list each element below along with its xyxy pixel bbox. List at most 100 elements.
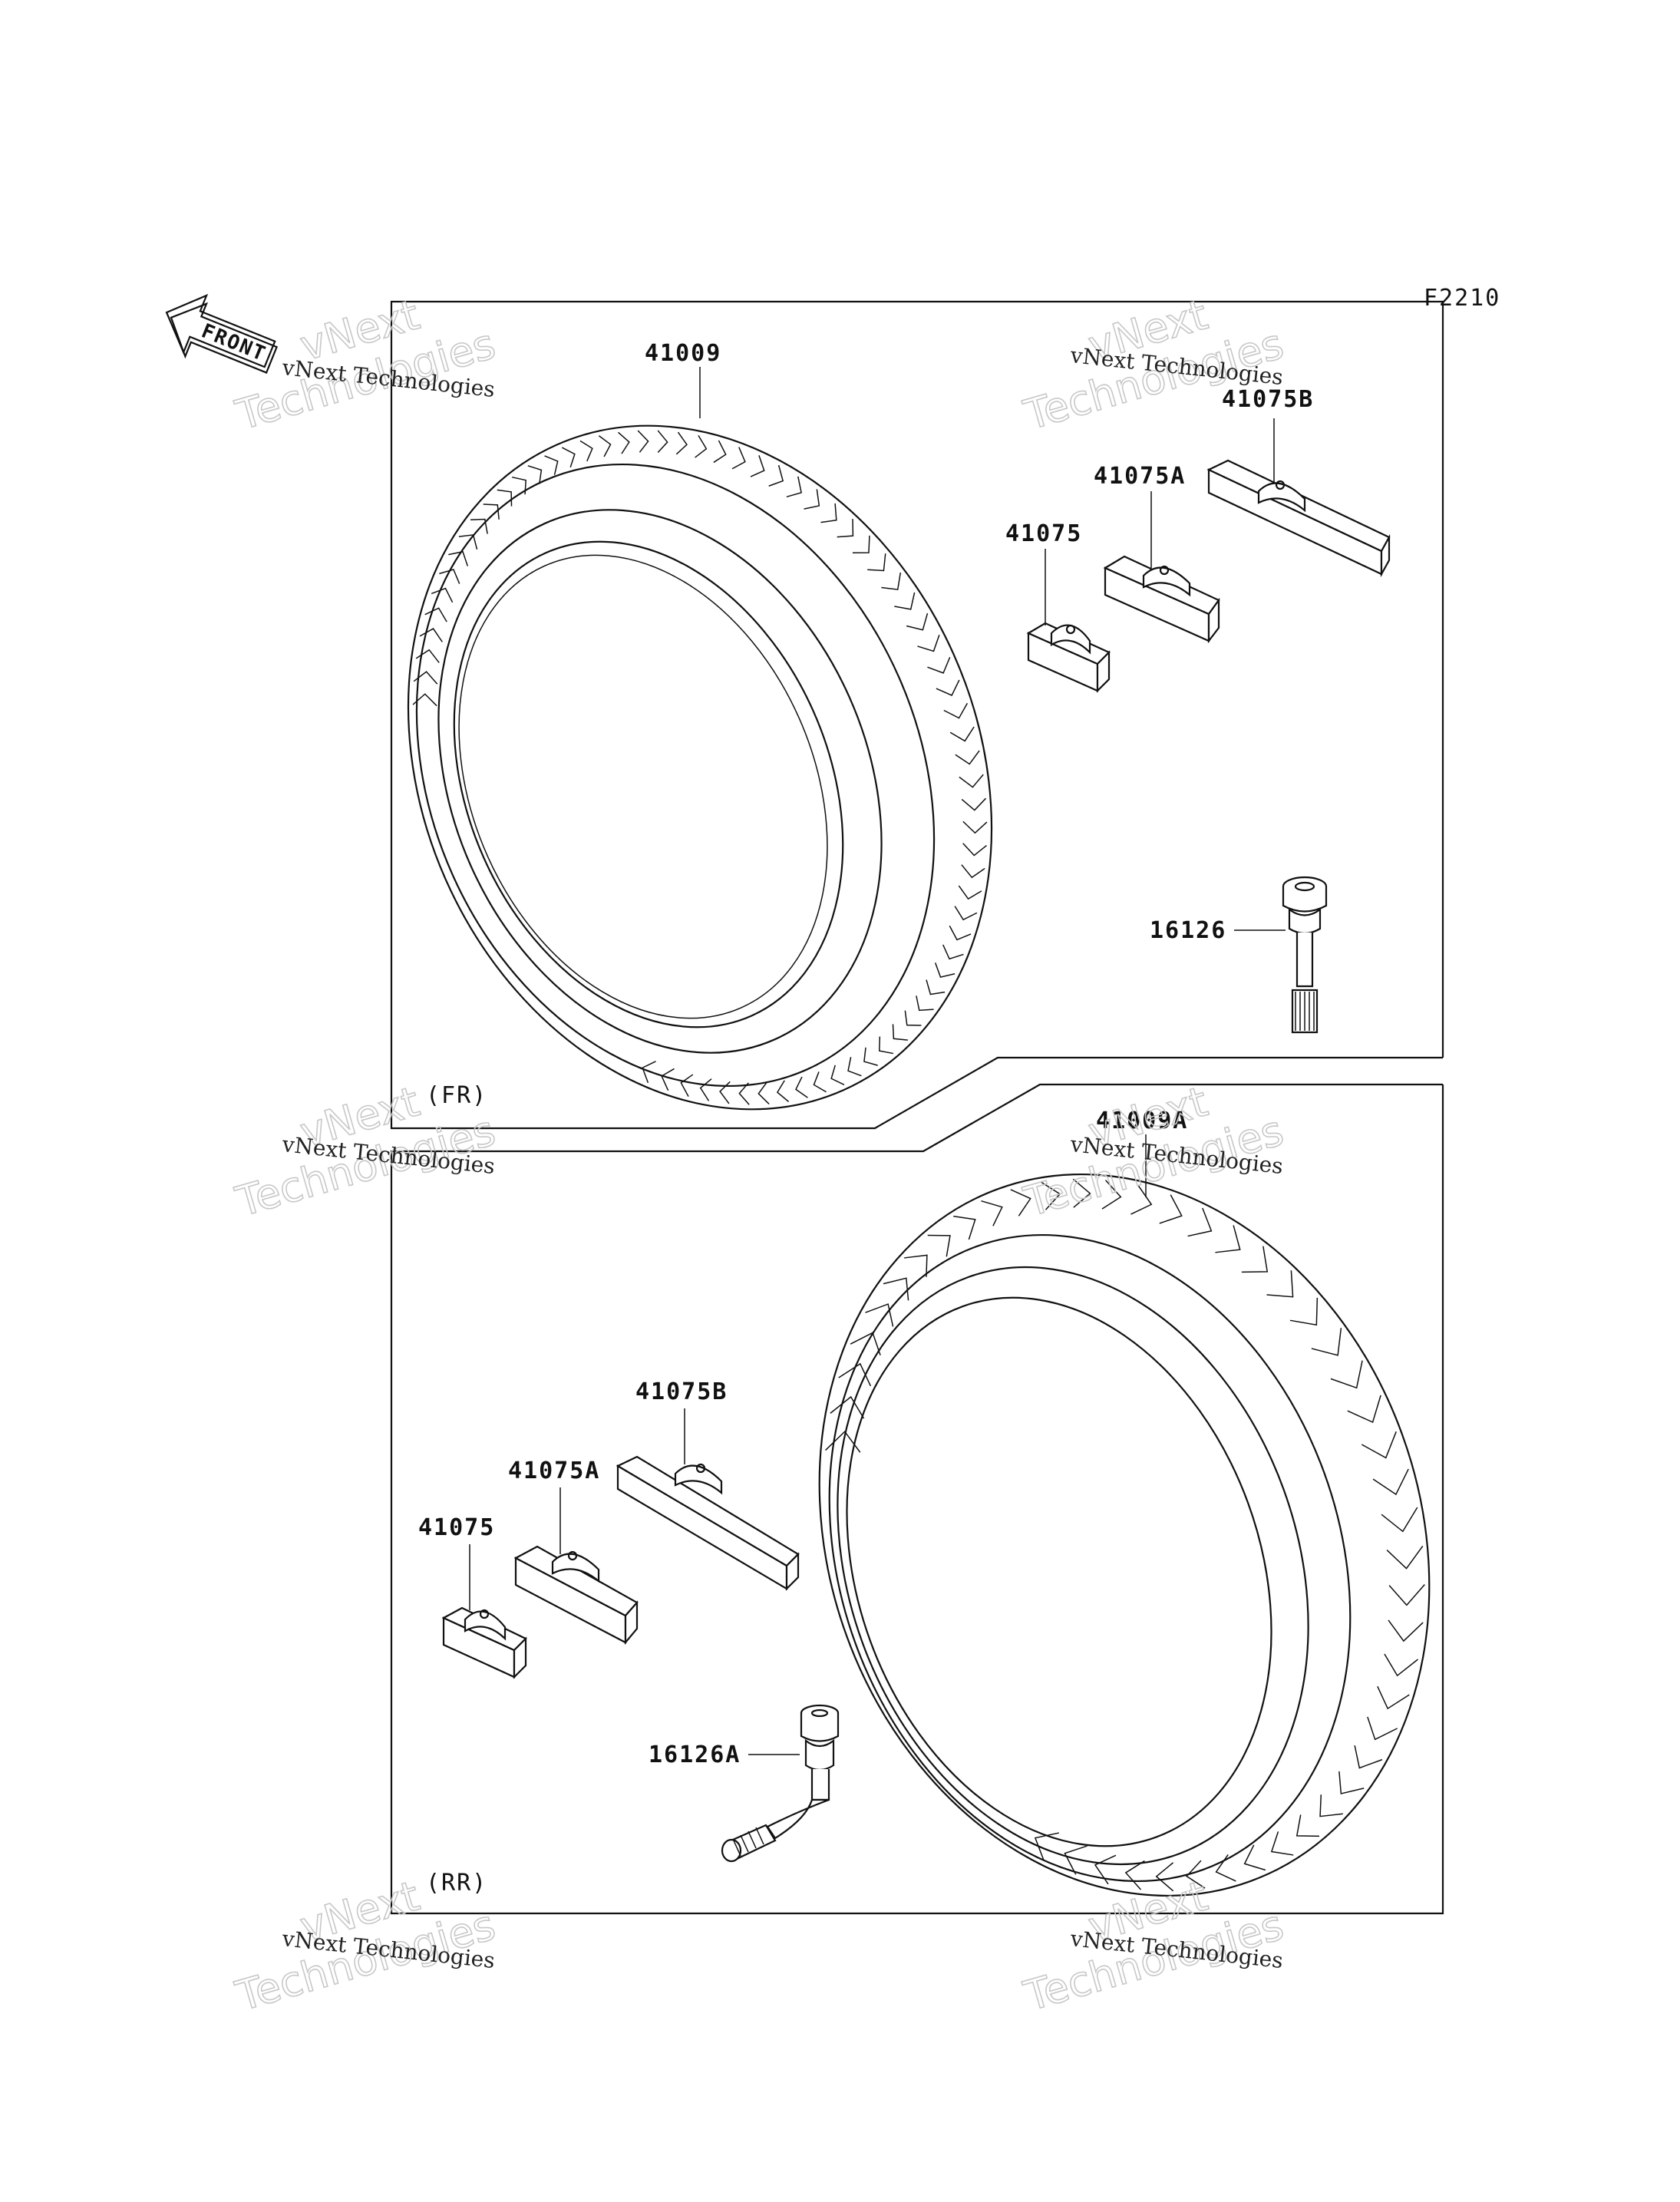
tread-groove: [959, 774, 984, 788]
tread-groove: [1330, 1360, 1363, 1389]
tread-groove: [750, 455, 765, 477]
tread-groove: [1367, 1716, 1398, 1741]
watermark-2: Technologies vNext vNext Technologies: [1018, 290, 1289, 441]
front-weight-label: 41075: [1005, 520, 1082, 547]
tread-groove: [927, 1234, 951, 1257]
tread-groove: [1388, 1619, 1424, 1642]
tread-groove: [675, 431, 688, 455]
rear-tire-tread: [824, 1178, 1425, 1892]
tread-groove: [847, 1057, 862, 1077]
tread-groove: [431, 587, 454, 603]
tread-groove: [813, 1071, 827, 1093]
tread-groove: [1266, 1270, 1294, 1298]
front-valve-label: 16126: [1150, 917, 1226, 944]
tread-groove: [1041, 1181, 1061, 1210]
rear-valve-label: 16126A: [649, 1741, 741, 1768]
tread-groove: [424, 607, 447, 622]
rear-weight: [441, 1606, 527, 1679]
tread-groove: [458, 534, 478, 550]
tread-groove: [943, 702, 969, 719]
tread-groove: [1289, 1297, 1319, 1326]
tread-groove: [962, 843, 987, 857]
tread-groove: [830, 1065, 845, 1085]
tread-groove: [863, 1047, 878, 1066]
front-weight-b: [1206, 459, 1391, 578]
tread-groove: [512, 476, 526, 495]
tread-groove: [1388, 1584, 1425, 1606]
tread-groove: [1386, 1545, 1424, 1570]
tread-groove: [1215, 1225, 1241, 1253]
tread-groove: [699, 1078, 712, 1101]
tread-groove: [618, 431, 630, 454]
tread-groove: [1381, 1507, 1418, 1533]
tread-groove: [934, 962, 956, 978]
tread-groove: [981, 1200, 1003, 1226]
tread-groove: [1010, 1189, 1031, 1217]
tread-groove: [1372, 1468, 1409, 1496]
tread-groove: [1354, 1745, 1383, 1769]
watermark-4: Technologies vNext vNext Technologies: [1018, 1077, 1289, 1227]
tread-groove: [713, 440, 727, 464]
tread-groove: [544, 455, 559, 475]
tread-groove: [961, 864, 985, 879]
diagram-code: F2210: [1424, 285, 1500, 312]
tread-groove: [883, 1277, 909, 1301]
rear-weight-b: [616, 1455, 800, 1591]
tread-groove: [904, 1010, 922, 1026]
tread-groove: [1072, 1178, 1091, 1208]
tread-groove: [470, 518, 488, 534]
rear-weight-b-label: 41075B: [635, 1378, 728, 1405]
tread-groove: [1319, 1794, 1343, 1817]
tread-groove: [1311, 1328, 1342, 1356]
tread-groove: [795, 1076, 808, 1098]
tread-groove: [1241, 1246, 1269, 1273]
tread-groove: [1295, 1814, 1320, 1837]
tread-groove: [949, 925, 972, 941]
tread-groove: [949, 726, 975, 742]
front-arrow-icon: FRONT: [165, 293, 279, 374]
tread-groove: [419, 628, 443, 642]
tread-groove: [824, 1431, 861, 1453]
tread-groove: [1215, 1854, 1236, 1882]
tread-groove: [906, 612, 929, 631]
tread-groove: [1101, 1180, 1122, 1210]
watermark-6: Technologies vNext vNext Technologies: [1018, 1871, 1289, 2022]
watermark-1: Technologies vNext vNext Technologies: [229, 290, 500, 441]
tread-groove: [1377, 1685, 1410, 1710]
tread-groove: [497, 489, 513, 507]
tread-groove: [598, 435, 612, 457]
tread-groove: [865, 1303, 894, 1327]
tread-groove: [719, 1081, 731, 1104]
rear-tire: [818, 1174, 1431, 1897]
tread-groove: [448, 550, 469, 566]
rear-tire-label: 41009A: [1096, 1108, 1188, 1134]
tread-groove: [1159, 1194, 1183, 1224]
tread-groove: [1130, 1185, 1153, 1215]
tread-groove: [1185, 1860, 1206, 1889]
front-panel-frame: [390, 300, 1444, 1130]
tread-groove: [661, 1068, 675, 1091]
tread-groove: [904, 1254, 928, 1277]
rear-panel-tag: (RR): [426, 1870, 487, 1897]
tread-groove: [942, 944, 964, 960]
rear-weight-label: 41075: [418, 1514, 495, 1541]
tread-groove: [1094, 1854, 1117, 1885]
tread-groove: [561, 447, 576, 468]
tread-groove: [579, 440, 593, 462]
tread-groove: [961, 797, 987, 811]
front-panel-tag: (FR): [426, 1082, 487, 1109]
front-tire-tread: [412, 430, 988, 1105]
tread-groove: [1064, 1845, 1088, 1875]
tread-groove: [916, 995, 934, 1012]
tread-groove: [415, 649, 440, 663]
front-weight-b-label: 41075B: [1222, 386, 1314, 413]
tread-groove: [962, 820, 988, 834]
rear-valve-icon: [721, 1704, 840, 1863]
tread-groove: [657, 430, 668, 454]
tread-groove: [1338, 1771, 1365, 1794]
tread-groove: [953, 1215, 976, 1240]
tread-groove: [439, 569, 460, 584]
tread-groove: [894, 592, 916, 610]
